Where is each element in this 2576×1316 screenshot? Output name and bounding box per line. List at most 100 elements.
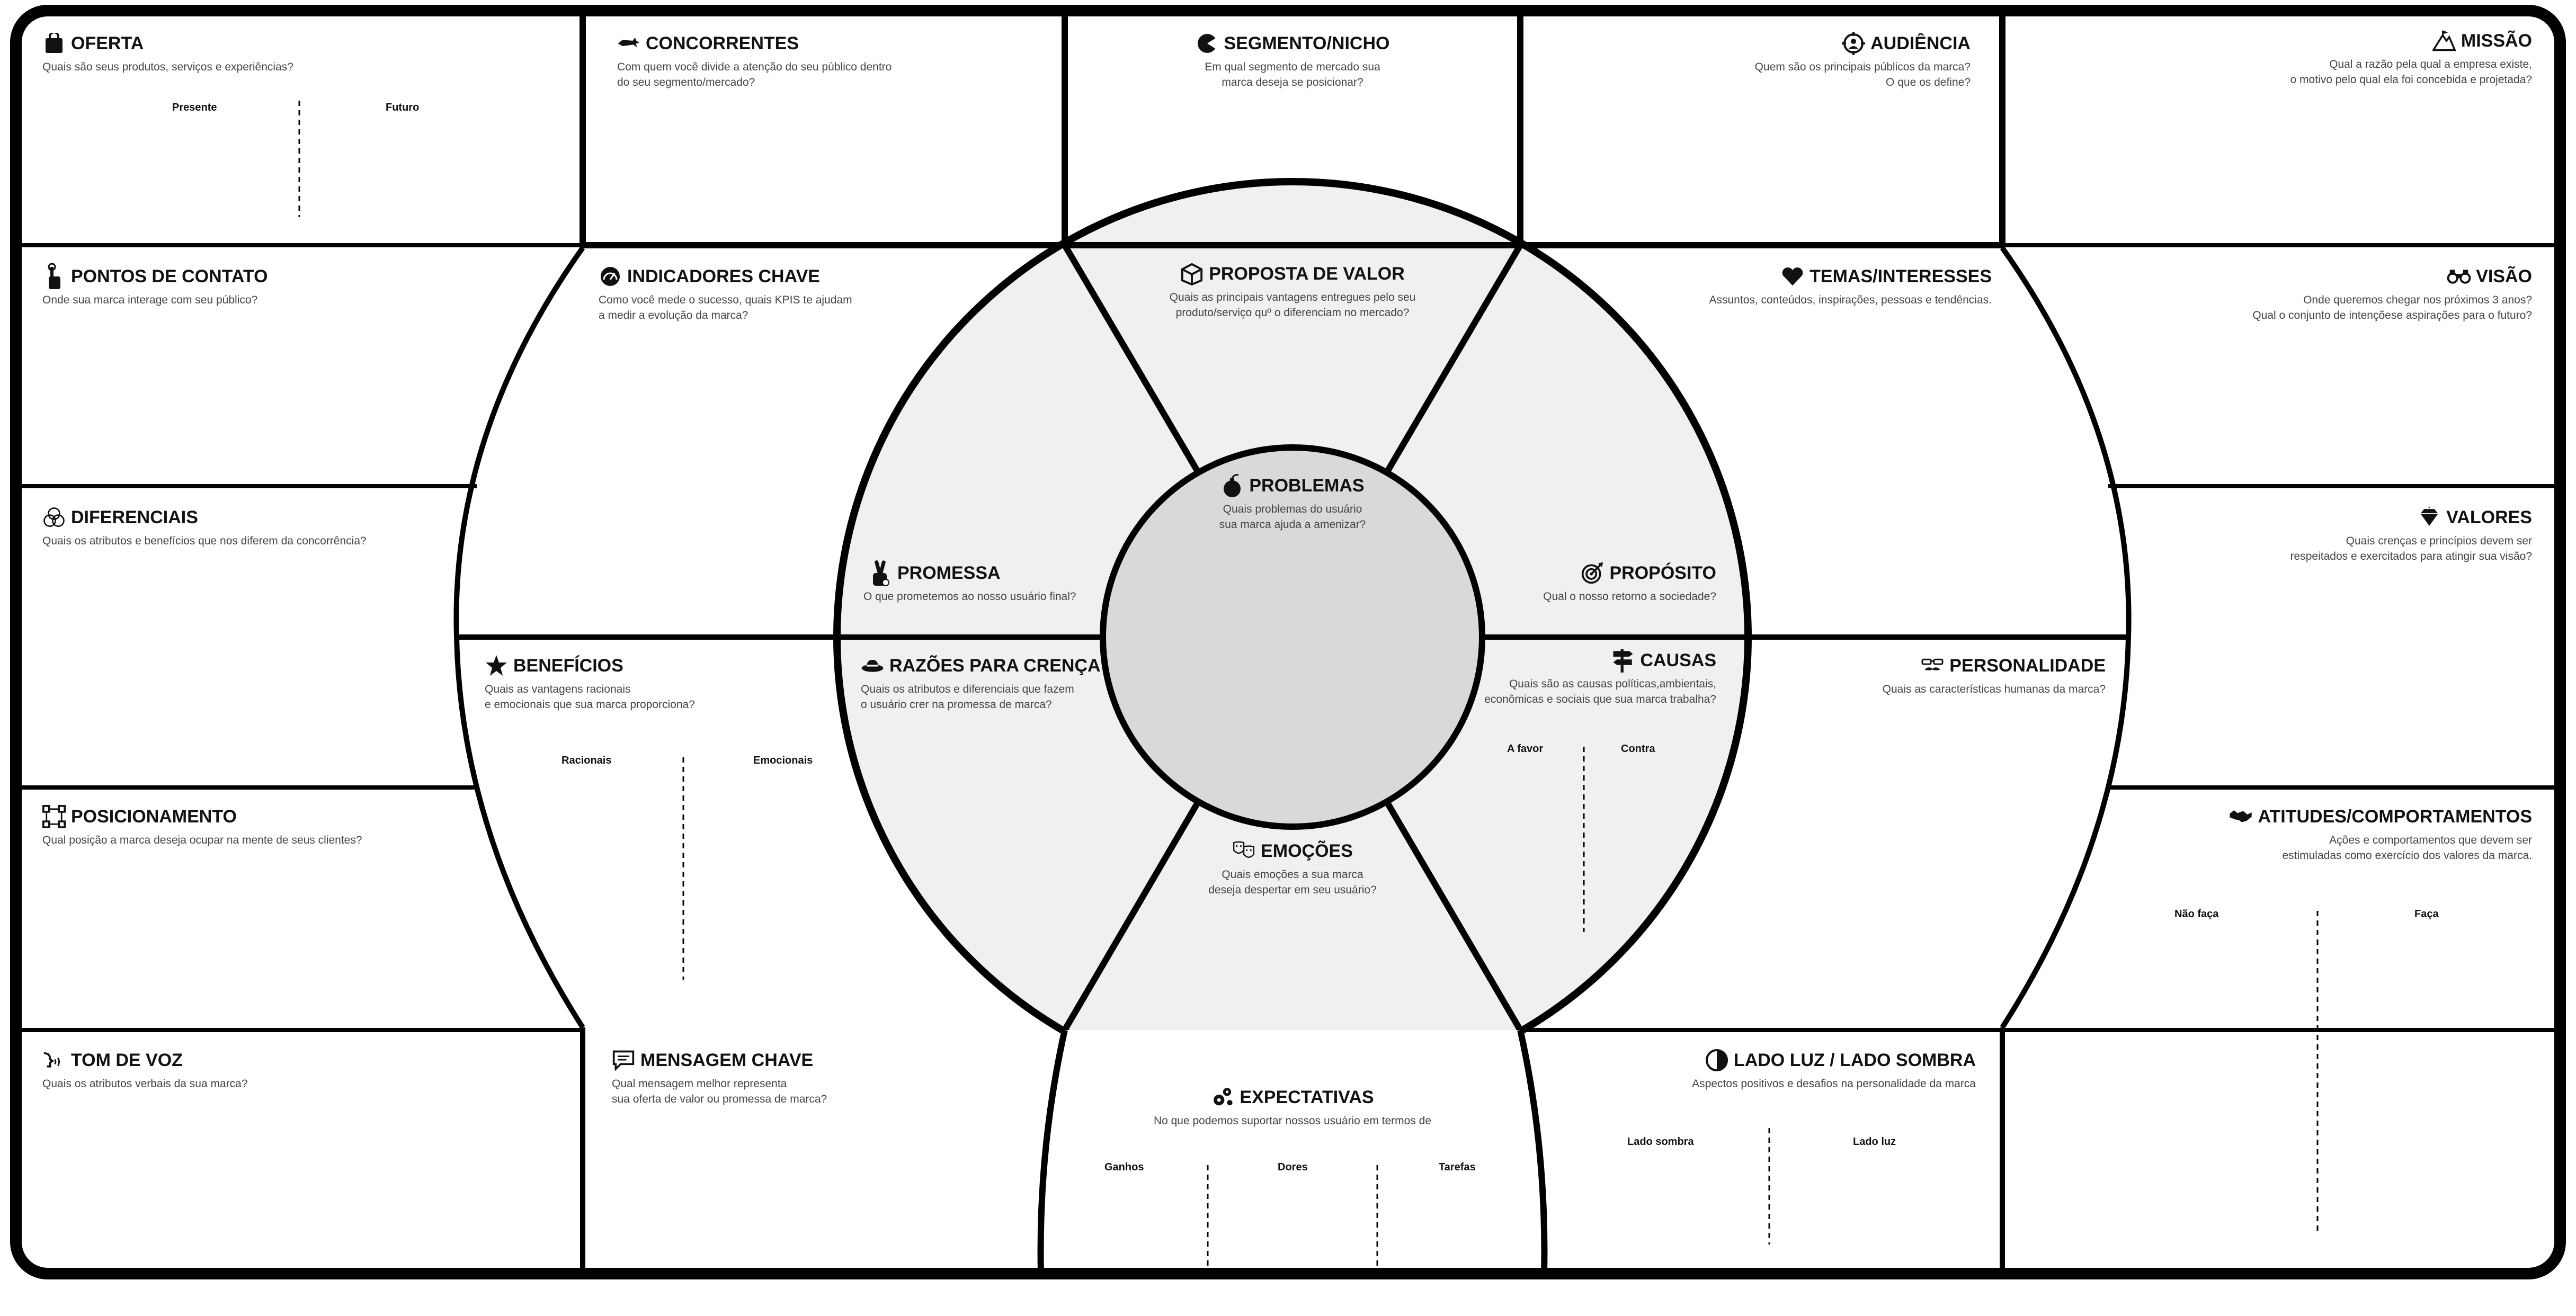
sub-heading-lado-luz: Lado luz (1853, 1136, 1896, 1148)
heart-icon (1781, 265, 1804, 288)
cell-promessa[interactable]: PROMESSA O que prometemos ao nosso usuár… (826, 560, 1091, 604)
half-circle-icon (1705, 1049, 1728, 1072)
cell-description: Onde sua marca interage com seu público? (42, 294, 258, 306)
binoculars-icon (2447, 265, 2471, 288)
theater-masks-icon (1232, 839, 1255, 863)
sub-heading-nao-faca: Não faça (2174, 908, 2219, 920)
cell-atitudes[interactable]: ATITUDES/COMPORTAMENTOS Ações e comporta… (2066, 805, 2532, 863)
cell-razoes[interactable]: RAZÕES PARA CRENÇA Quais os atributos e … (861, 654, 1126, 712)
cell-expectativas[interactable]: EXPECTATIVAS No que podemos suportar nos… (1075, 1086, 1510, 1129)
board-border (10, 5, 2566, 1279)
cell-title: VISÃO (2476, 266, 2532, 287)
cell-mensagem-chave[interactable]: MENSAGEM CHAVE Qual mensagem melhor repr… (612, 1049, 1046, 1107)
cell-description: Aspectos positivos e desafios na persona… (1692, 1078, 1976, 1090)
cell-title: EMOÇÕES (1261, 840, 1353, 861)
cell-description: Quais as principais vantagens entregues … (1169, 291, 1416, 303)
cell-description: Onde queremos chegar nos próximos 3 anos… (2303, 294, 2532, 306)
cell-posicionamento[interactable]: POSICIONAMENTO Qual posição a marca dese… (42, 805, 466, 848)
cell-description: sua oferta de valor ou promessa de marca… (612, 1093, 827, 1105)
cell-proposito[interactable]: PROPÓSITO Qual o nosso retorno a socieda… (1451, 561, 1716, 604)
spoke (1384, 800, 1523, 1032)
cell-description: Quais os atributos e diferenciais que fa… (861, 683, 1074, 695)
shark-icon (617, 32, 640, 55)
cell-description: econômicas e sociais que sua marca traba… (1484, 693, 1716, 705)
cell-missao[interactable]: MISSÃO Qual a razão pela qual a empresa … (2066, 29, 2532, 87)
gauge-icon (599, 265, 622, 288)
sub-heading-futuro: Futuro (386, 102, 420, 113)
cell-indicadores[interactable]: INDICADORES CHAVE Como você mede o suces… (599, 265, 1022, 323)
sub-heading-faca: Faça (2414, 908, 2439, 920)
cell-description: o motivo pelo qual ela foi concebida e p… (2290, 74, 2532, 86)
cell-title: PROPOSTA DE VALOR (1209, 263, 1405, 284)
expectativas-shape (1037, 1029, 1548, 1274)
speaking-head-icon (42, 1049, 66, 1072)
cell-personalidade[interactable]: PERSONALIDADE Quais as características h… (1695, 654, 2106, 697)
cell-proposta-valor[interactable]: PROPOSTA DE VALOR Quais as principais va… (1075, 262, 1510, 320)
cell-description: Quais os atributos e benefícios que nos … (42, 535, 367, 547)
hat-icon (861, 654, 884, 677)
cell-description: Quais problemas do usuário (1223, 503, 1362, 515)
focus-frame-icon (42, 805, 66, 828)
cell-emocoes[interactable]: EMOÇÕES Quais emoções a sua marca deseja … (1128, 839, 1457, 898)
cell-causas[interactable]: CAUSAS Quais são as causas políticas,amb… (1451, 649, 1716, 707)
cell-tom-de-voz[interactable]: TOM DE VOZ Quais os atributos verbais da… (42, 1049, 466, 1091)
cell-title: TOM DE VOZ (71, 1050, 183, 1070)
cell-description: O que os define? (1886, 76, 1971, 88)
venn-circles-icon (42, 506, 66, 529)
cell-segmento[interactable]: SEGMENTO/NICHO Em qual segmento de merca… (1075, 32, 1510, 90)
cell-description: estimuladas como exercício dos valores d… (2282, 849, 2532, 862)
sub-heading-racionais: Racionais (561, 755, 612, 766)
cell-description: Qual mensagem melhor representa (612, 1078, 787, 1090)
target-arrow-icon (1581, 561, 1604, 585)
cell-concorrentes[interactable]: CONCORRENTES Com quem você divide a aten… (617, 32, 1051, 90)
cell-temas[interactable]: TEMAS/INTERESSES Assuntos, conteúdos, in… (1589, 265, 1992, 308)
cell-title: CONCORRENTES (646, 33, 799, 53)
cell-title: TEMAS/INTERESSES (1810, 266, 1992, 287)
sub-heading-a-favor: A favor (1507, 743, 1544, 755)
cell-diferenciais[interactable]: DIFERENCIAIS Quais os atributos e benefí… (42, 506, 466, 549)
cell-description: deseja despertar em seu usuário? (1208, 884, 1377, 896)
handshake-icon (2229, 805, 2252, 828)
cell-title: LADO LUZ / LADO SOMBRA (1733, 1050, 1976, 1070)
cell-title: PONTOS DE CONTATO (71, 266, 268, 287)
signpost-icon (1611, 649, 1635, 673)
cell-title: PROBLEMAS (1249, 475, 1365, 496)
cell-description: e emocionais que sua marca proporciona? (485, 699, 695, 711)
cell-oferta[interactable]: OFERTA Quais são seus produtos, serviços… (42, 32, 519, 75)
cell-description: respeitados e exercitados para atingir s… (2290, 550, 2532, 562)
cell-title: PROMESSA (897, 562, 1001, 583)
sub-heading-dores: Dores (1278, 1161, 1308, 1173)
cell-description: Com quem você divide a atenção do seu pú… (617, 61, 892, 73)
cell-lado-luz-sombra[interactable]: LADO LUZ / LADO SOMBRA Aspectos positivo… (1552, 1049, 1976, 1091)
cell-pontos-contato[interactable]: PONTOS DE CONTATO Onde sua marca interag… (42, 263, 466, 308)
spoke (1062, 243, 1201, 475)
cell-description: Quais emoções a sua marca (1222, 869, 1363, 881)
spoke (1384, 243, 1523, 475)
cell-description: Qual o conjunto de intençõese aspirações… (2252, 309, 2532, 321)
cell-description: a medir a evolução da marca? (599, 309, 748, 321)
cell-valores[interactable]: VALORES Quais crenças e princípios devem… (2066, 506, 2532, 564)
cell-audiencia[interactable]: AUDIÊNCIA Quem são os principais público… (1536, 32, 1971, 90)
cell-description: Quais os atributos verbais da sua marca? (42, 1078, 248, 1090)
cell-visao[interactable]: VISÃO Onde queremos chegar nos próximos … (2066, 265, 2532, 323)
mountain-flag-icon (2432, 29, 2456, 52)
star-icon (485, 654, 508, 677)
touch-hand-icon (42, 263, 66, 289)
cell-title: BENEFÍCIOS (513, 655, 623, 676)
spoke (1062, 800, 1201, 1032)
cell-description: produto/serviço quº o diferenciam no mer… (1175, 307, 1410, 319)
cell-description: Quem são os principais públicos da marca… (1754, 61, 1971, 73)
cell-description: Como você mede o sucesso, quais KPIS te … (599, 294, 852, 306)
pie-slice-icon (1196, 32, 1219, 55)
sub-heading-tarefas: Tarefas (1439, 1161, 1476, 1173)
cell-description: Qual o nosso retorno a sociedade? (1543, 590, 1716, 603)
cell-title: CAUSAS (1640, 650, 1716, 670)
cell-description: Em qual segmento de mercado sua (1205, 61, 1380, 73)
cell-description: Quais as características humanas da marc… (1882, 683, 2106, 695)
shopping-bag-icon (42, 32, 66, 55)
cell-title: RAZÕES PARA CRENÇA (889, 655, 1101, 676)
cell-title: SEGMENTO/NICHO (1224, 33, 1390, 53)
cell-title: VALORES (2446, 507, 2532, 527)
